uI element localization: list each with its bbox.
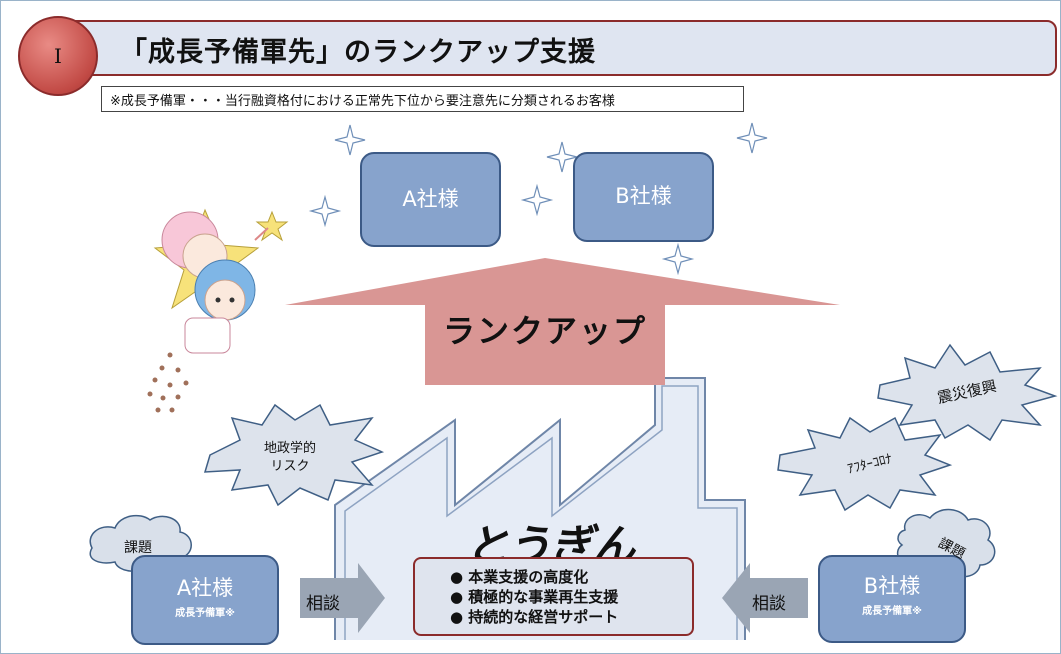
bottom-company-a-sub: 成長予備軍※ <box>175 608 235 619</box>
support-measures-box <box>413 557 694 636</box>
top-company-b-label: B社様 <box>615 184 672 208</box>
top-company-b-box <box>573 152 714 242</box>
geopolitical-risk-line2: リスク <box>270 459 310 474</box>
bottom-company-b-sub: 成長予備軍※ <box>862 606 922 617</box>
measure-item: ● 持続的な経営サポート <box>450 608 619 626</box>
consult-arrow-left <box>300 563 385 633</box>
geopolitical-risk-line1: 地政学的 <box>263 441 316 456</box>
bottom-company-b-label: B社様 <box>863 574 921 598</box>
top-company-a-box <box>360 152 501 247</box>
after-corona-burst <box>777 416 953 512</box>
bottom-company-a-box <box>131 555 279 645</box>
twin-star-characters-illustration <box>147 208 289 413</box>
note-box <box>101 86 744 112</box>
section-number-badge <box>18 16 98 96</box>
note-text: ※成長予備軍・・・当行融資格付における正常先下位から要注意先に分類されるお客様 <box>110 94 615 109</box>
section-number: I <box>54 44 62 68</box>
bottom-company-a-label: A社様 <box>176 576 234 600</box>
rankup-arrow <box>285 258 840 385</box>
disaster-recovery-burst <box>877 343 1058 442</box>
geopolitical-risk-burst <box>203 403 385 507</box>
issue-left-label: 課題 <box>124 540 152 556</box>
consult-left-label: 相談 <box>306 594 340 614</box>
rankup-label: ランクアップ <box>442 312 647 350</box>
measure-item: ● 積極的な事業再生支援 <box>450 588 619 606</box>
consult-arrow-right <box>722 563 808 633</box>
consult-right-label: 相談 <box>752 594 786 614</box>
geopolitical-risk-label: 地政学的 リスク <box>250 440 330 476</box>
top-company-a-label: A社様 <box>402 187 459 211</box>
measure-item: ● 本業支援の高度化 <box>450 568 589 586</box>
page-title: 「成長予備軍先」のランクアップ支援 <box>120 37 596 68</box>
bottom-company-b-box <box>818 555 966 643</box>
title-bar <box>62 20 1057 76</box>
sparkle-icons <box>308 122 768 276</box>
